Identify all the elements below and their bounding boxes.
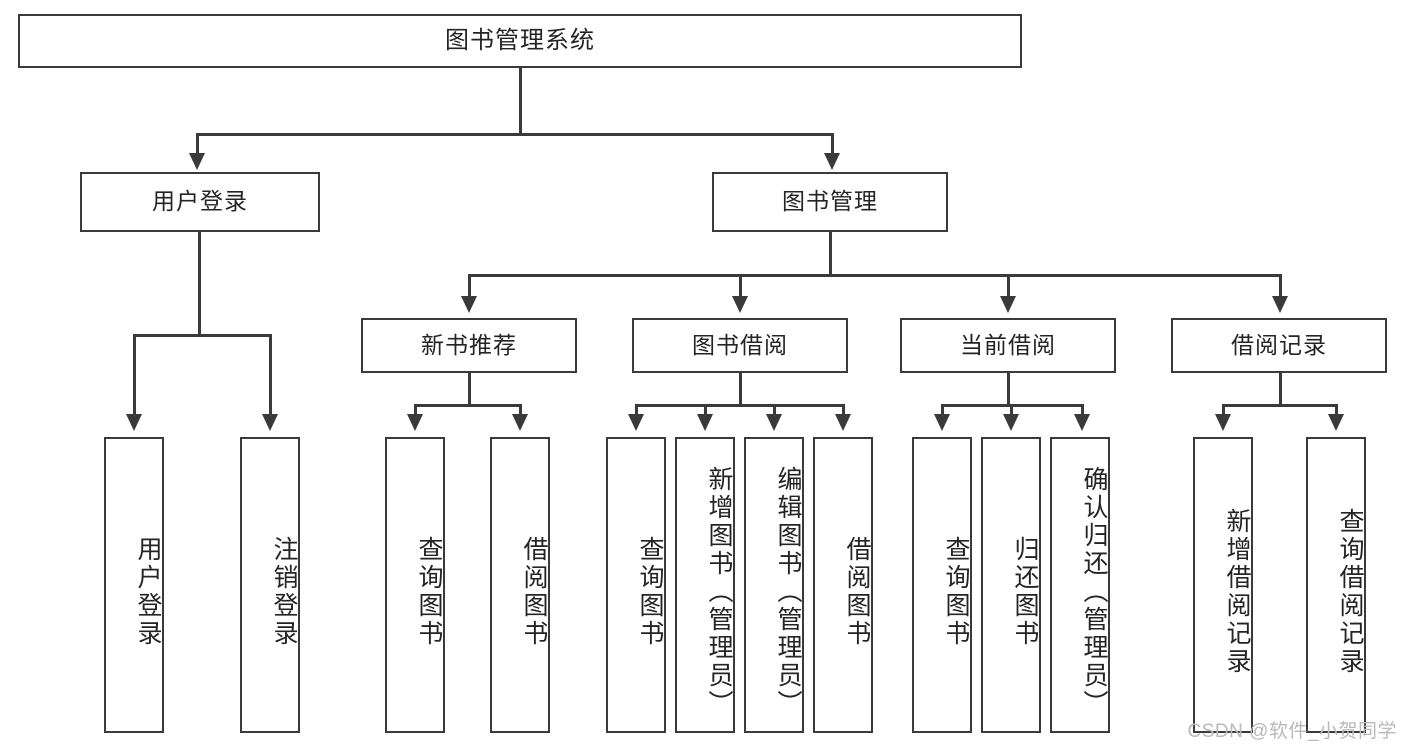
leaf-currentborrow-query-book[interactable]: 查询图书 bbox=[912, 437, 972, 733]
connector-bm-leg-2 bbox=[739, 274, 742, 298]
connector-user-login-leg-1 bbox=[133, 334, 136, 416]
arrow-to-bookborrow-add bbox=[697, 414, 713, 431]
connector-borrowrecord-bus bbox=[1222, 404, 1338, 407]
arrow-to-leaf-user-login bbox=[126, 414, 142, 431]
leaf-borrowrecord-add-record[interactable]: 新增借阅记录 bbox=[1193, 437, 1253, 733]
arrow-to-currentborrow-return bbox=[1003, 414, 1019, 431]
leaf-bookborrow-query-book[interactable]: 查询图书 bbox=[606, 437, 666, 733]
node-borrow-record[interactable]: 借阅记录 bbox=[1171, 318, 1387, 373]
arrow-to-leaf-logout bbox=[262, 414, 278, 431]
connector-borrowrecord-leg-2 bbox=[1335, 404, 1338, 416]
arrow-to-borrowrecord-add bbox=[1215, 414, 1231, 431]
connector-currentborrow-leg-2 bbox=[1010, 404, 1013, 416]
connector-newbook-stem bbox=[468, 373, 471, 406]
leaf-newbook-borrow-book[interactable]: 借阅图书 bbox=[490, 437, 550, 733]
arrow-to-new-book-recommend bbox=[461, 296, 477, 313]
connector-bm-leg-1 bbox=[468, 274, 471, 298]
connector-bookborrow-stem bbox=[739, 373, 742, 406]
connector-root-bus bbox=[196, 133, 833, 136]
arrow-to-user-login bbox=[189, 153, 205, 170]
connector-root-stem bbox=[519, 68, 522, 135]
connector-bookborrow-leg-4 bbox=[842, 404, 845, 416]
connector-bm-leg-4 bbox=[1279, 274, 1282, 298]
connector-root-leg-left bbox=[196, 133, 199, 155]
connector-currentborrow-leg-1 bbox=[941, 404, 944, 416]
leaf-currentborrow-confirm-return[interactable]: 确认归还（管理员） bbox=[1050, 437, 1110, 733]
leaf-bookborrow-borrow-book[interactable]: 借阅图书 bbox=[813, 437, 873, 733]
node-user-login[interactable]: 用户登录 bbox=[80, 172, 320, 232]
arrow-to-currentborrow-query bbox=[934, 414, 950, 431]
connector-book-management-bus bbox=[468, 274, 1282, 277]
arrow-to-newbook-query bbox=[407, 414, 423, 431]
connector-bookborrow-leg-3 bbox=[773, 404, 776, 416]
arrow-to-currentborrow-confirm bbox=[1074, 414, 1090, 431]
connector-newbook-leg-2 bbox=[519, 404, 522, 416]
leaf-bookborrow-add-book[interactable]: 新增图书（管理员） bbox=[675, 437, 735, 733]
connector-bm-leg-3 bbox=[1007, 274, 1010, 298]
connector-currentborrow-leg-3 bbox=[1081, 404, 1084, 416]
leaf-currentborrow-return-book[interactable]: 归还图书 bbox=[981, 437, 1041, 733]
connector-currentborrow-stem bbox=[1007, 373, 1010, 406]
connector-root-leg-right bbox=[831, 133, 834, 155]
connector-bookborrow-bus bbox=[635, 404, 845, 407]
connector-user-login-stem bbox=[198, 232, 201, 336]
connector-borrowrecord-stem bbox=[1279, 373, 1282, 406]
connector-book-management-stem bbox=[829, 232, 832, 276]
connector-bookborrow-leg-1 bbox=[635, 404, 638, 416]
connector-bookborrow-leg-2 bbox=[704, 404, 707, 416]
leaf-logout[interactable]: 注销登录 bbox=[240, 437, 300, 733]
arrow-to-bookborrow-query bbox=[628, 414, 644, 431]
node-book-management[interactable]: 图书管理 bbox=[712, 172, 948, 232]
arrow-to-book-borrow bbox=[732, 296, 748, 313]
node-new-book-recommend[interactable]: 新书推荐 bbox=[361, 318, 577, 373]
leaf-borrowrecord-query-record[interactable]: 查询借阅记录 bbox=[1306, 437, 1366, 733]
arrow-to-newbook-borrow bbox=[512, 414, 528, 431]
connector-newbook-leg-1 bbox=[414, 404, 417, 416]
leaf-user-login[interactable]: 用户登录 bbox=[104, 437, 164, 733]
connector-user-login-leg-2 bbox=[269, 334, 272, 416]
node-current-borrow[interactable]: 当前借阅 bbox=[900, 318, 1116, 373]
connector-user-login-bus bbox=[133, 334, 272, 337]
leaf-bookborrow-edit-book[interactable]: 编辑图书（管理员） bbox=[744, 437, 804, 733]
node-book-borrow[interactable]: 图书借阅 bbox=[632, 318, 848, 373]
arrow-to-bookborrow-borrow bbox=[835, 414, 851, 431]
arrow-to-borrow-record bbox=[1272, 296, 1288, 313]
connector-newbook-bus bbox=[414, 404, 522, 407]
arrow-to-book-management bbox=[824, 153, 840, 170]
arrow-to-current-borrow bbox=[1000, 296, 1016, 313]
connector-borrowrecord-leg-1 bbox=[1222, 404, 1225, 416]
node-root-book-management-system[interactable]: 图书管理系统 bbox=[18, 14, 1022, 68]
arrow-to-bookborrow-edit bbox=[766, 414, 782, 431]
arrow-to-borrowrecord-query bbox=[1328, 414, 1344, 431]
leaf-newbook-query-book[interactable]: 查询图书 bbox=[385, 437, 445, 733]
